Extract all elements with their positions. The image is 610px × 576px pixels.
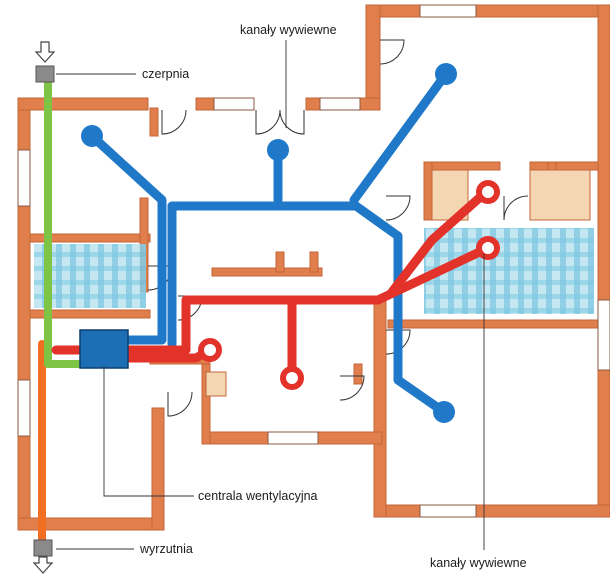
- down-arrow-icon: [34, 41, 56, 63]
- intake-duct: [44, 70, 82, 368]
- supply-diffusers: [198, 180, 500, 390]
- leader-lines: [56, 40, 485, 550]
- intake-box: [35, 65, 55, 83]
- stairs: [205, 169, 591, 397]
- outlet-label: wyrzutnia: [139, 542, 193, 556]
- exhaust-ducts-bottom-label: kanały wywiewne: [430, 556, 527, 570]
- outlet-box: [33, 539, 53, 557]
- central-unit-label: centrala wentylacyjna: [198, 489, 318, 503]
- down-arrow-icon: [32, 556, 54, 574]
- extract-grilles: [81, 63, 457, 423]
- exhaust-ducts-top-label: kanały wywiewne: [240, 23, 337, 37]
- central-unit: [79, 329, 129, 369]
- heated-areas: [34, 228, 594, 314]
- intake-label: czerpnia: [142, 67, 189, 81]
- extract-ducts: [87, 69, 451, 417]
- windows: [17, 4, 610, 518]
